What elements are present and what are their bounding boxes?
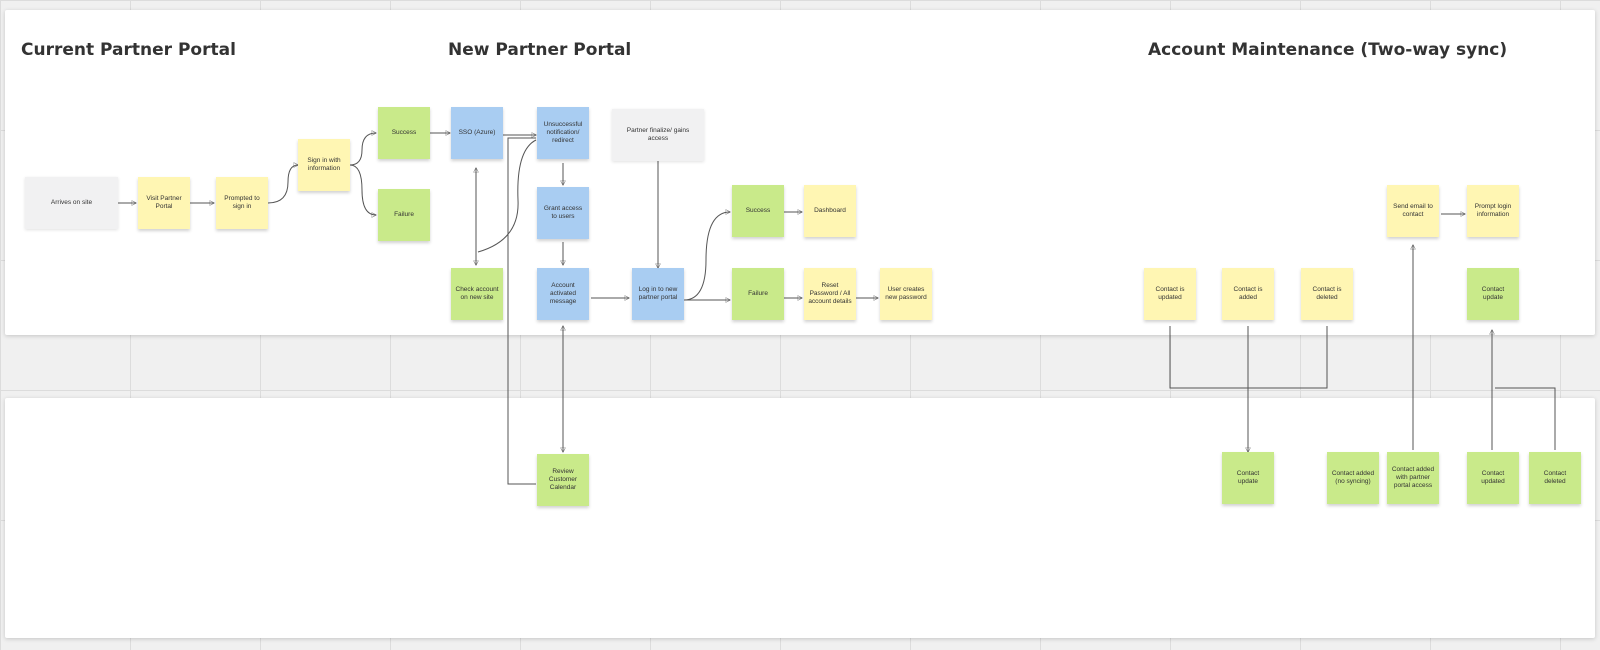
note-contact-added-portal-access: Contact added with partner portal access (1387, 452, 1439, 504)
note-sign-in-information: Sign in with information (298, 139, 350, 191)
bottom-frame (5, 398, 1595, 638)
note-prompt-login-information: Prompt login information (1467, 185, 1519, 237)
note-contact-update-bottom: Contact update (1222, 452, 1274, 504)
note-user-creates-password: User creates new password (880, 268, 932, 320)
note-prompted-sign-in: Prompted to sign in (216, 177, 268, 229)
note-review-customer-calendar: Review Customer Calendar (537, 454, 589, 506)
note-contact-is-updated: Contact is updated (1144, 268, 1196, 320)
note-check-account: Check account on new site (451, 268, 503, 320)
note-arrives-on-site: Arrives on site (25, 177, 118, 229)
note-contact-added-no-sync: Contact added (no syncing) (1327, 452, 1379, 504)
note-log-in-new-portal: Log in to new partner portal (632, 268, 684, 320)
note-contact-is-deleted: Contact is deleted (1301, 268, 1353, 320)
note-reset-password: Reset Password / All account details (804, 268, 856, 320)
note-failure-current: Failure (378, 189, 430, 241)
note-contact-updated-bottom: Contact updated (1467, 452, 1519, 504)
note-send-email: Send email to contact (1387, 185, 1439, 237)
note-unsuccessful-notification: Unsuccessful notification/ redirect (537, 107, 589, 159)
note-success-current: Success (378, 107, 430, 159)
note-contact-update-top: Contact update (1467, 268, 1519, 320)
note-failure-new: Failure (732, 268, 784, 320)
note-success-new: Success (732, 185, 784, 237)
section-title-account-maintenance: Account Maintenance (Two-way sync) (1148, 40, 1508, 60)
note-grant-access: Grant access to users (537, 187, 589, 239)
note-account-activated: Account activated message (537, 268, 589, 320)
note-sso-azure: SSO (Azure) (451, 107, 503, 159)
note-dashboard: Dashboard (804, 185, 856, 237)
note-visit-partner-portal: Visit Partner Portal (138, 177, 190, 229)
note-contact-is-added: Contact is added (1222, 268, 1274, 320)
section-title-new-portal: New Partner Portal (448, 40, 632, 60)
section-title-current-portal: Current Partner Portal (21, 40, 236, 60)
note-contact-deleted-bottom: Contact deleted (1529, 452, 1581, 504)
note-partner-finalize: Partner finalize/ gains access (612, 109, 704, 161)
